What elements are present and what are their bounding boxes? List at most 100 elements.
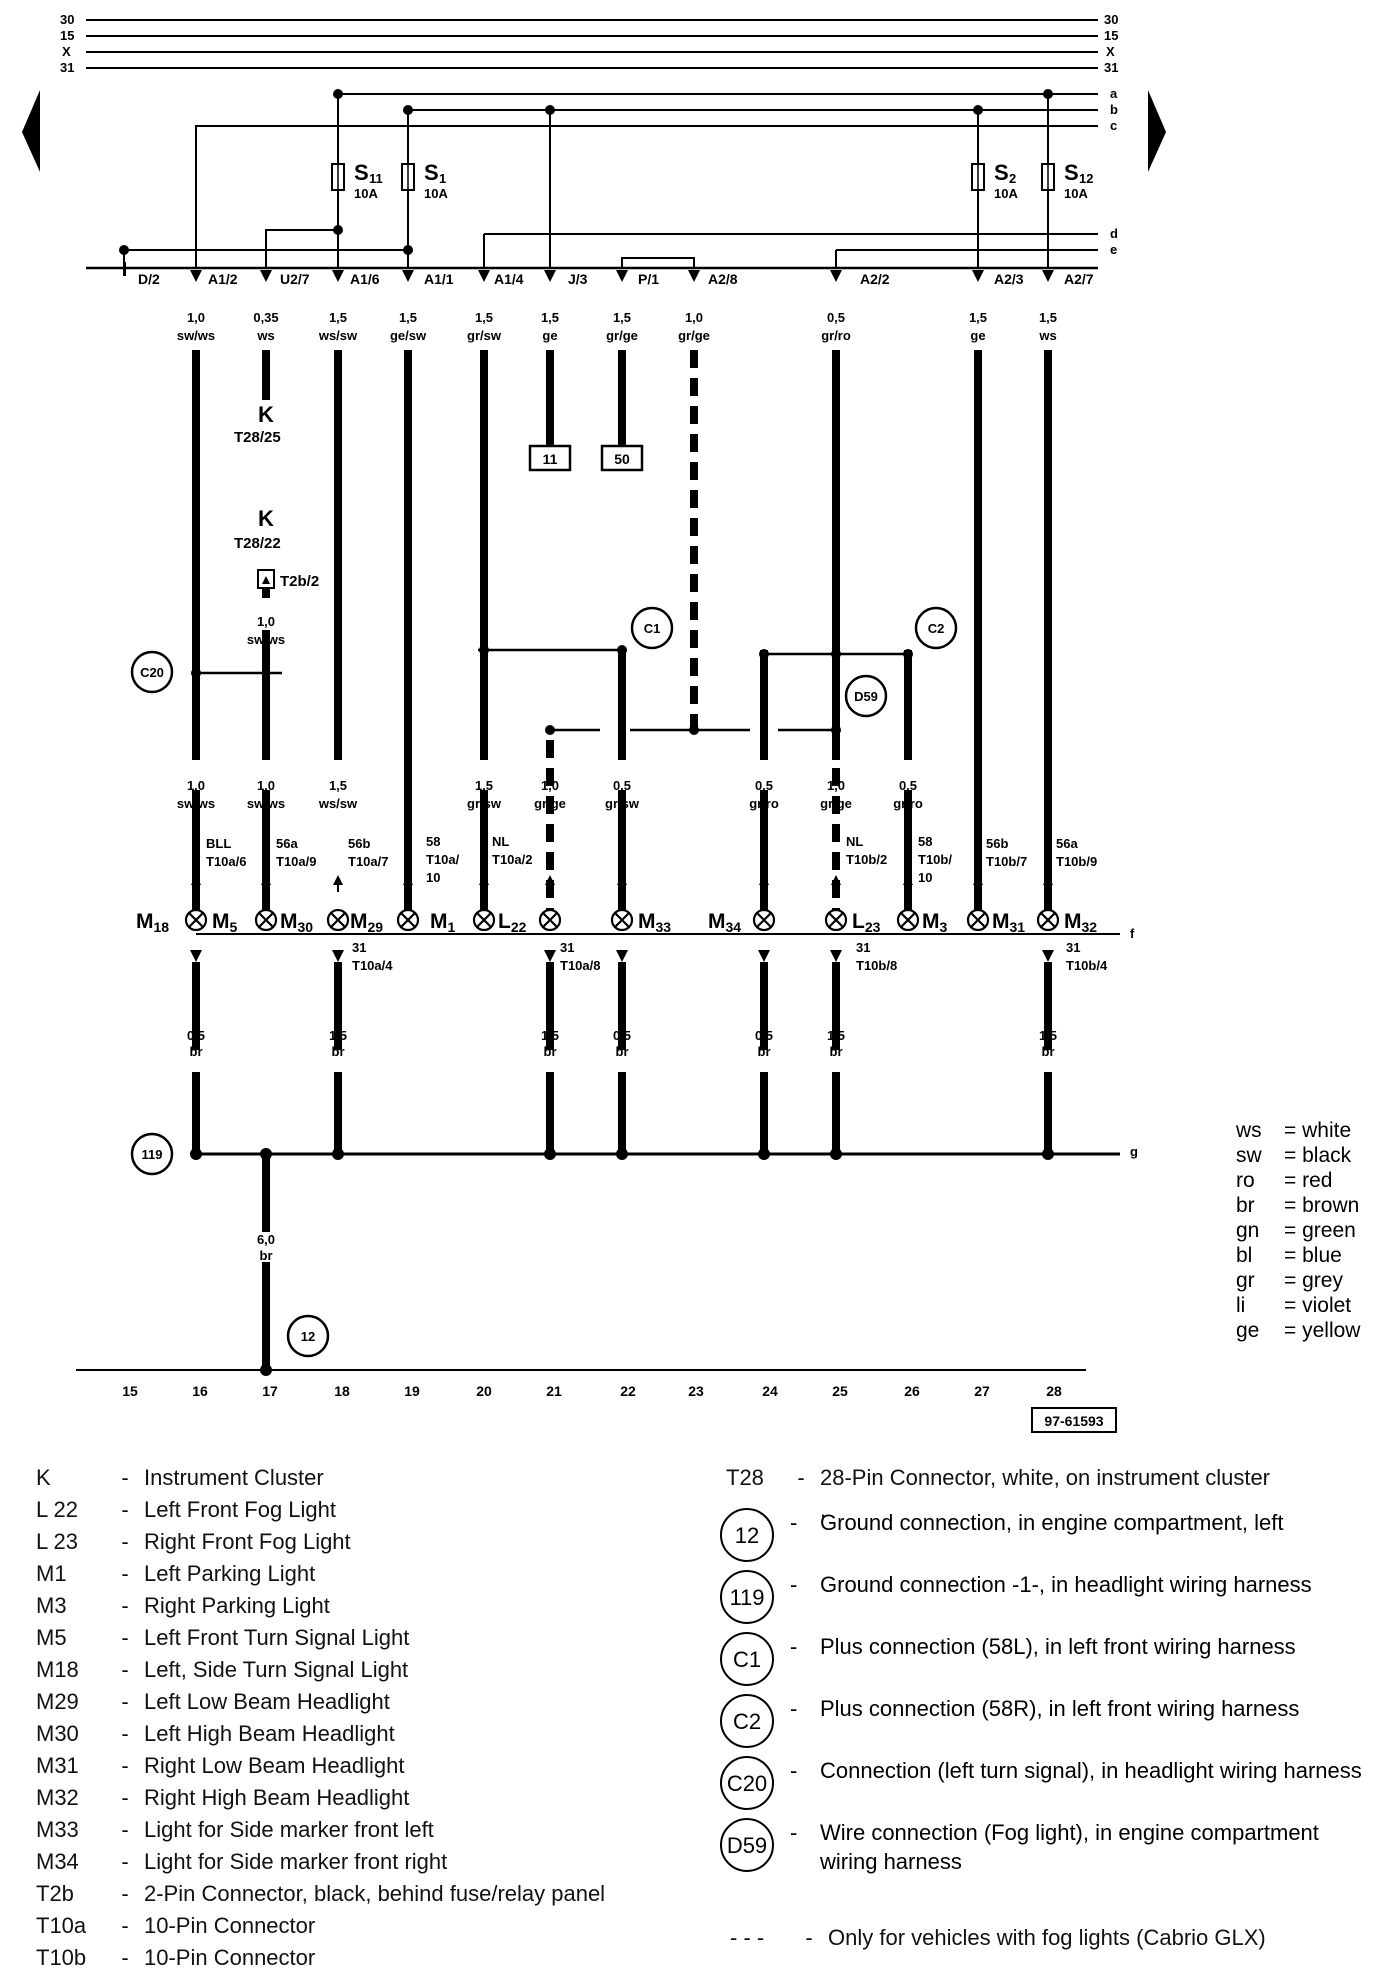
svg-text:119: 119 [142,1147,163,1162]
legend-desc: Left, Side Turn Signal Light [144,1657,409,1682]
color-key-row: sw= black [1236,1144,1352,1167]
color-name: blue [1302,1244,1342,1267]
ground-pin: T10a/4 [352,958,393,973]
legend-desc: Right Low Beam Headlight [144,1753,405,1778]
svg-text:D59: D59 [854,689,878,704]
bus-lines [86,19,1098,69]
pin-label: 56a [276,836,298,851]
legend-code: T28 [726,1465,764,1490]
lamp-label: M33 [638,910,671,935]
wire-size: 1,0 [827,778,845,793]
svg-text:T2b/2: T2b/2 [280,573,319,590]
lamp-label: M34 [708,910,741,935]
svg-text:T28/22: T28/22 [234,535,281,552]
ref-circle: C1 [720,1632,774,1686]
wire-size: 6,0 [257,1232,275,1247]
svg-text:S: S [994,160,1009,185]
prev-page-arrow-icon[interactable] [22,90,40,172]
ground-pin: 31 [856,940,870,955]
lamp-label: L22 [498,910,527,935]
color-name: red [1302,1169,1333,1192]
legend-item: L 22-Left Front Fog Light [36,1494,605,1526]
lamp-label: M30 [280,910,313,935]
lamp-l23 [824,908,848,932]
legend-code: K [36,1465,51,1490]
lamp-label: M5 [212,910,238,935]
wire-color: br [332,1044,345,1059]
wire-size: 0,5 [187,1028,205,1043]
branch-label-b: b [1110,102,1118,117]
ref-desc: Ground connection -1-, in headlight wiri… [820,1572,1312,1597]
component-legend: K-Instrument Cluster L 22-Left Front Fog… [36,1462,605,1974]
ref-circle: C20 [720,1756,774,1810]
pin-label: 56b [348,836,370,851]
svg-text:12: 12 [301,1329,315,1344]
lamp-label: M31 [992,910,1025,935]
legend-desc: Right Front Fog Light [144,1529,351,1554]
wire-size: 0,5 [613,778,631,793]
pin-label: NL [846,834,863,849]
pin-label: 10 [918,870,932,885]
lamp-m5 [254,908,278,932]
wire-size: 1,5 [475,778,493,793]
color-name: white [1302,1119,1352,1142]
terminal-label: A2/3 [994,271,1024,287]
next-page-arrow-icon[interactable] [1148,90,1166,172]
legend-code: T10b [36,1945,87,1970]
legend-item: M31-Right Low Beam Headlight [36,1750,605,1782]
wire-color: br [260,1248,273,1263]
bus-label-x: X [62,44,71,59]
color-abbr: gr [1236,1269,1255,1292]
svg-text:C1: C1 [644,621,661,636]
legend-code: M34 [36,1849,79,1874]
legend-desc: Left Parking Light [144,1561,316,1586]
color-key-row: gn= green [1236,1219,1356,1242]
lamp-label: M32 [1064,910,1097,935]
wire-color: ge [970,328,985,343]
svg-text:10A: 10A [424,186,448,201]
wire-color: br [758,1044,771,1059]
lamp-m1 [396,908,420,932]
legend-item: M1-Left Parking Light [36,1558,605,1590]
wire-size: 0,5 [827,310,845,325]
legend-code: M30 [36,1721,79,1746]
svg-text:10A: 10A [1064,186,1088,201]
legend-item: M30-Left High Beam Headlight [36,1718,605,1750]
wire-color: ge [542,328,557,343]
wire-color: br [1042,1044,1055,1059]
wire-color: sw/ws [177,796,215,811]
wire-color: ws/sw [318,796,358,811]
pin-label: T10b/9 [1056,854,1097,869]
ground-pin: 31 [1066,940,1080,955]
legend-item: T10a-10-Pin Connector [36,1910,605,1942]
pin-label: T10b/7 [986,854,1027,869]
svg-text:50: 50 [614,451,630,467]
ground-pin: T10a/8 [560,958,600,973]
ground-12: 12 [286,1314,330,1358]
lamp-label: M1 [430,910,456,935]
legend-item: M5-Left Front Turn Signal Light [36,1622,605,1654]
wire-color: br [616,1044,629,1059]
legend-item: T10b-10-Pin Connector [36,1942,605,1974]
legend-code: M31 [36,1753,79,1778]
svg-text:S: S [354,160,369,185]
column-number: 19 [404,1383,420,1399]
wire-size: 1,0 [257,614,275,629]
legend-desc: 10-Pin Connector [144,1913,316,1938]
color-key-row: ws= white [1236,1119,1352,1142]
lamp-m18 [184,908,208,932]
pin-label: 58 [426,834,440,849]
ref-desc: Plus connection (58L), in left front wir… [820,1634,1296,1659]
color-key-row: br= brown [1236,1194,1360,1217]
bus-label-30: 30 [60,12,74,27]
wire-size: 1,5 [969,310,987,325]
branch-label-a: a [1110,86,1118,101]
wire-color: gr/ge [606,328,638,343]
bus-label-15: 15 [60,28,74,43]
terminal-label: D/2 [138,271,160,287]
color-key-row: gr= grey [1236,1269,1343,1292]
column-number: 21 [546,1383,562,1399]
svg-text:C2: C2 [928,621,945,636]
pin-label: T10b/2 [846,852,887,867]
wire-size: 1,5 [475,310,493,325]
